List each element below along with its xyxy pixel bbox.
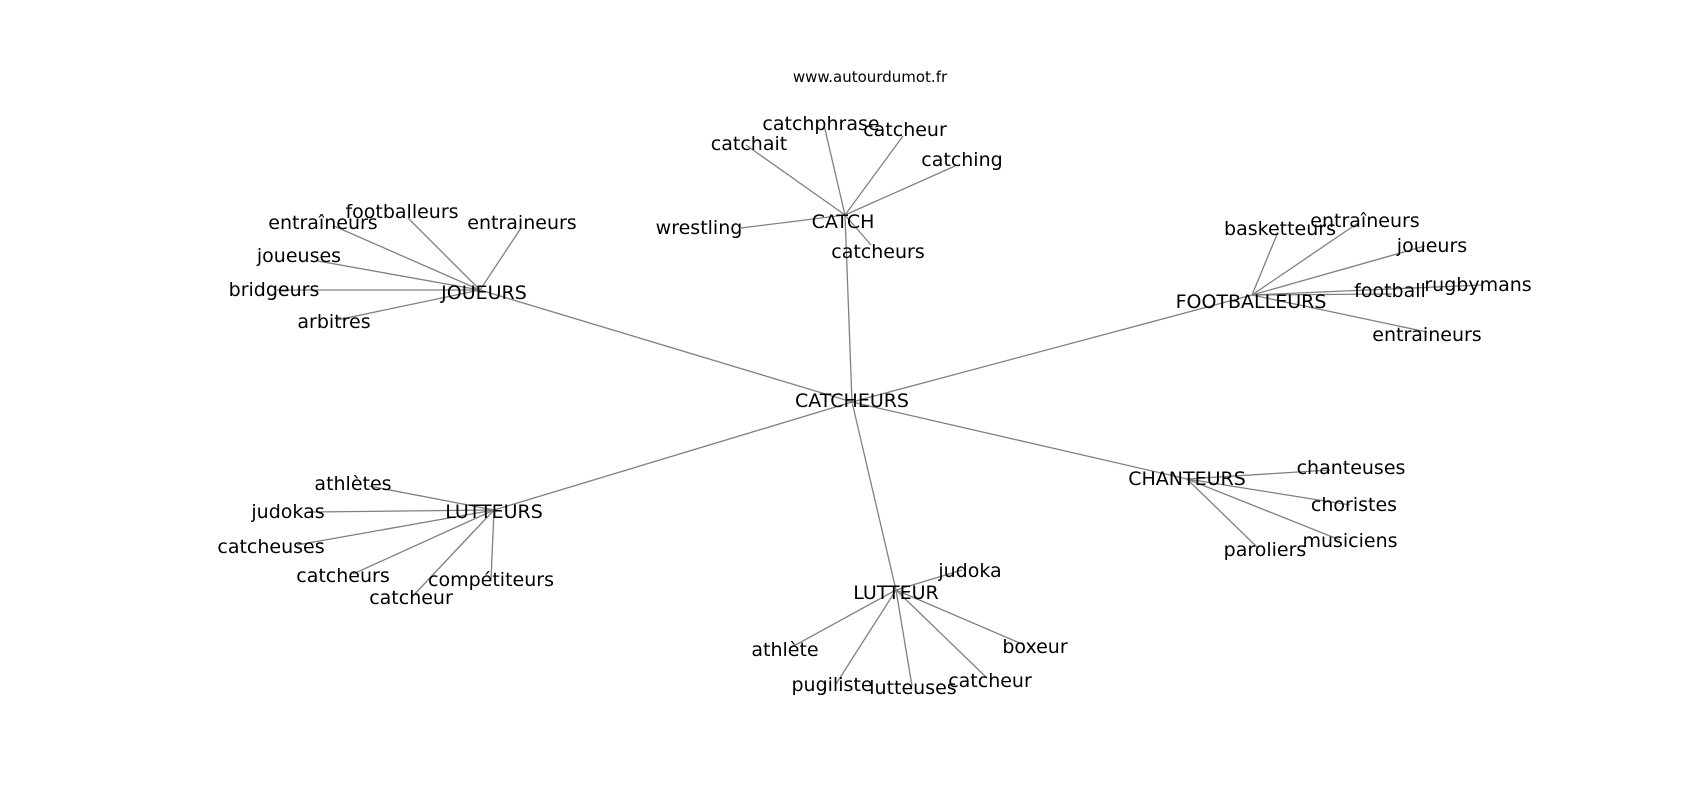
edge-lutteur-leaf-2 <box>895 589 988 679</box>
edge-footballeurs-leaf-1 <box>1251 222 1359 296</box>
edge-root-joueurs <box>479 289 853 403</box>
edge-root-lutteur <box>851 401 897 591</box>
node-leaf-joueurs-2[interactable]: entraineurs <box>467 212 576 234</box>
edge-root-lutteurs <box>493 401 853 511</box>
edge-lutteurs-leaf-0 <box>368 485 495 511</box>
node-leaf-catch-5[interactable]: catcheurs <box>831 241 924 263</box>
edge-footballeurs-leaf-2 <box>1251 245 1426 296</box>
node-leaf-catch-3[interactable]: catcheur <box>863 119 947 141</box>
node-cluster-lutteurs[interactable]: LUTTEURS <box>445 501 543 523</box>
edge-lutteur-leaf-0 <box>895 569 963 591</box>
node-leaf-footballeurs-5[interactable]: entraineurs <box>1372 324 1481 346</box>
edge-lutteurs-leaf-2 <box>296 509 495 546</box>
edge-catch-leaf-5 <box>844 214 872 246</box>
edge-lutteurs-leaf-1 <box>309 509 495 513</box>
node-leaf-joueurs-4[interactable]: bridgeurs <box>229 279 320 301</box>
edge-lutteurs-leaf-4 <box>410 509 495 599</box>
node-leaf-joueurs-1[interactable]: footballeurs <box>345 201 458 223</box>
node-leaf-footballeurs-4[interactable]: rugbymans <box>1424 274 1531 296</box>
node-leaf-catch-4[interactable]: catching <box>921 149 1002 171</box>
node-cluster-chanteurs[interactable]: CHANTEURS <box>1128 468 1246 490</box>
node-leaf-lutteur-3[interactable]: lutteuses <box>869 677 956 699</box>
edge-footballeurs-leaf-5 <box>1251 294 1428 333</box>
edge-catch-leaf-3 <box>844 135 904 216</box>
edge-catch-leaf-0 <box>740 214 846 229</box>
node-leaf-chanteurs-2[interactable]: musiciens <box>1302 530 1397 552</box>
node-leaf-lutteurs-0[interactable]: athlètes <box>314 473 391 495</box>
node-leaf-joueurs-5[interactable]: arbitres <box>297 311 370 333</box>
edge-lutteurs-leaf-3 <box>352 509 495 575</box>
edge-footballeurs-leaf-4 <box>1251 284 1483 296</box>
graph-edges <box>277 124 1483 687</box>
edge-catch-leaf-4 <box>844 165 956 216</box>
edge-joueurs-leaf-1 <box>407 217 481 291</box>
node-leaf-joueurs-3[interactable]: joueuses <box>256 245 341 267</box>
node-leaf-lutteur-4[interactable]: pugiliste <box>791 674 872 696</box>
node-root-catcheurs[interactable]: CATCHEURS <box>795 390 909 412</box>
node-leaf-chanteurs-3[interactable]: paroliers <box>1224 539 1307 561</box>
edge-lutteur-leaf-1 <box>895 589 1023 645</box>
node-leaf-lutteurs-1[interactable]: judokas <box>250 501 324 523</box>
node-leaf-joueurs-0[interactable]: entraîneurs <box>268 212 377 234</box>
node-cluster-lutteur[interactable]: LUTTEUR <box>853 582 939 604</box>
node-leaf-lutteur-5[interactable]: athlète <box>751 639 818 661</box>
node-leaf-catch-2[interactable]: catchphrase <box>762 113 879 135</box>
node-leaf-footballeurs-0[interactable]: basketteurs <box>1224 218 1336 240</box>
edge-chanteurs-leaf-3 <box>1186 478 1259 549</box>
edge-joueurs-leaf-3 <box>317 260 481 291</box>
edge-root-footballeurs <box>851 294 1253 403</box>
edge-lutteur-leaf-4 <box>835 589 897 685</box>
node-leaf-chanteurs-1[interactable]: choristes <box>1311 494 1397 516</box>
node-leaf-lutteur-1[interactable]: boxeur <box>1002 636 1067 658</box>
edge-root-chanteurs <box>851 401 1188 480</box>
edge-lutteur-leaf-5 <box>789 589 897 649</box>
edge-joueurs-leaf-5 <box>336 289 481 321</box>
edge-chanteurs-leaf-2 <box>1186 478 1341 541</box>
node-leaf-catch-1[interactable]: catchait <box>711 133 787 155</box>
node-leaf-lutteurs-3[interactable]: catcheurs <box>296 565 389 587</box>
node-leaf-catch-0[interactable]: wrestling <box>656 217 743 239</box>
edge-lutteurs-leaf-5 <box>490 509 495 581</box>
node-cluster-catch[interactable]: CATCH <box>812 211 875 233</box>
graph-labels: CATCHEURS CATCH wrestling catchaitcatchphra… <box>217 113 1531 699</box>
edge-footballeurs-leaf-3 <box>1251 293 1393 296</box>
node-cluster-joueurs[interactable]: JOUEURS <box>440 282 527 304</box>
edge-root-catch <box>844 214 853 403</box>
site-url-label[interactable]: www.autourdumot.fr <box>793 68 948 86</box>
edge-chanteurs-leaf-0 <box>1186 469 1331 480</box>
node-leaf-lutteur-2[interactable]: catcheur <box>948 670 1032 692</box>
edge-joueurs-leaf-0 <box>333 225 481 291</box>
edge-lutteur-leaf-3 <box>895 589 913 687</box>
node-leaf-footballeurs-1[interactable]: entraîneurs <box>1310 210 1419 232</box>
node-leaf-chanteurs-0[interactable]: chanteuses <box>1297 457 1406 479</box>
node-cluster-footballeurs[interactable]: FOOTBALLEURS <box>1176 291 1327 313</box>
node-leaf-footballeurs-2[interactable]: joueurs <box>1396 235 1467 257</box>
edge-catch-leaf-2 <box>823 124 846 216</box>
node-leaf-lutteurs-2[interactable]: catcheuses <box>217 536 324 558</box>
node-leaf-lutteurs-4[interactable]: catcheur <box>369 587 453 609</box>
node-leaf-lutteurs-5[interactable]: compétiteurs <box>428 569 554 591</box>
edge-chanteurs-leaf-1 <box>1186 478 1351 506</box>
edge-joueurs-leaf-2 <box>479 227 522 291</box>
node-leaf-footballeurs-3[interactable]: football <box>1354 280 1426 302</box>
node-leaf-lutteur-0[interactable]: judoka <box>937 560 1001 582</box>
edge-catch-leaf-1 <box>745 144 846 216</box>
edge-footballeurs-leaf-0 <box>1251 231 1279 296</box>
